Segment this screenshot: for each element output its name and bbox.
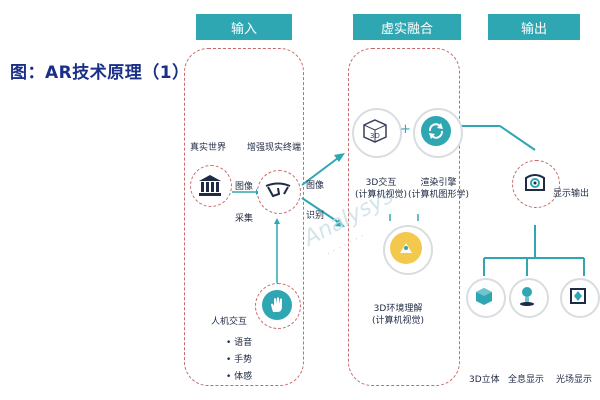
interaction-3d-label: 3D交互 (计算机视觉) — [355, 178, 408, 200]
render-engine-label: 渲染引擎 (计算机图形学) — [408, 178, 470, 200]
hci-item-gesture: • 手势 — [226, 355, 253, 365]
header-output: 输出 — [488, 14, 580, 40]
header-input: 输入 — [196, 14, 292, 40]
image-capture-label-2: 采集 — [235, 214, 254, 224]
refresh-icon — [421, 116, 451, 146]
display-output-label: 显示输出 — [553, 189, 590, 199]
hologram-icon — [509, 278, 545, 314]
hci-item-body: • 体感 — [226, 372, 253, 382]
glasses-icon — [257, 170, 299, 212]
output-item-stereo: 3D立体 — [469, 375, 500, 385]
eye-display-icon — [512, 160, 558, 206]
real-world-label: 真实世界 — [190, 143, 227, 153]
hand-icon — [262, 290, 292, 320]
image-capture-label-1: 图像 — [235, 182, 254, 192]
building-icon — [190, 165, 230, 205]
location-icon — [390, 232, 422, 264]
render-engine-inner — [421, 116, 451, 146]
output-item-holographic: 全息显示 — [508, 375, 545, 385]
recognition-label-2: 识别 — [306, 211, 325, 221]
hci-label: 人机交互 — [211, 317, 248, 327]
cube-3d-icon: 3D — [352, 108, 398, 154]
output-item-light-field: 光场显示 — [556, 375, 593, 385]
light-field-icon — [560, 278, 596, 314]
header-fusion: 虚实融合 — [353, 14, 461, 40]
terminal-label: 增强现实终端 — [247, 143, 302, 153]
plus-sign: + — [400, 122, 411, 137]
input-panel — [184, 48, 304, 386]
figure-title: 图：AR技术原理（1） — [10, 63, 190, 83]
svg-text:3D: 3D — [370, 132, 380, 140]
stereo-3d-icon — [466, 278, 502, 314]
fusion-panel — [348, 48, 460, 386]
env-3d-label: 3D环境理解 (计算机视觉) — [372, 304, 425, 326]
recognition-label-1: 图像 — [306, 181, 325, 191]
hci-item-voice: • 语音 — [226, 338, 253, 348]
interaction-3d-circle — [352, 108, 402, 158]
